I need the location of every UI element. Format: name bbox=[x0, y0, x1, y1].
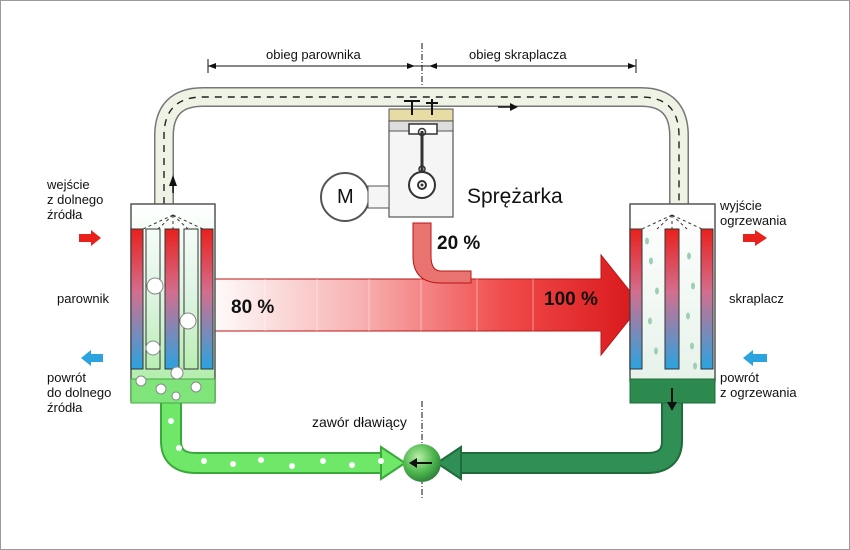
compressor bbox=[388, 99, 454, 218]
throttle-valve-label: zawór dławiący bbox=[312, 414, 407, 430]
heating-return-arrow bbox=[743, 350, 767, 366]
source-in-arrow bbox=[79, 230, 101, 246]
source-return-line-2: do dolnego bbox=[47, 385, 112, 400]
source-in-line-1: wejście bbox=[47, 177, 90, 192]
liquid-pipe-condenser bbox=[435, 403, 683, 481]
source-return-arrow bbox=[81, 350, 103, 366]
total-energy-value: 100 % bbox=[544, 289, 598, 310]
source-in-label: wejście z dolnego źródła bbox=[47, 177, 103, 222]
motor bbox=[320, 172, 390, 222]
condenser-label: skraplacz bbox=[729, 291, 784, 306]
condenser-cycle-label: obieg skraplacza bbox=[469, 47, 567, 62]
heating-out-line-2: ogrzewania bbox=[720, 213, 787, 228]
evaporator-label: parownik bbox=[57, 291, 110, 306]
condenser-unit bbox=[629, 203, 716, 411]
evaporator-unit bbox=[130, 203, 216, 404]
source-return-line-3: źródła bbox=[47, 400, 83, 415]
compressor-energy-input bbox=[412, 222, 472, 284]
vapor-pipe bbox=[154, 87, 689, 204]
heating-out-arrow bbox=[743, 230, 767, 246]
heating-return-line-2: z ogrzewania bbox=[720, 385, 797, 400]
compressor-share-value: 20 % bbox=[437, 233, 481, 254]
heating-out-label: wyjście ogrzewania bbox=[720, 198, 787, 228]
source-in-line-3: źródła bbox=[47, 207, 83, 222]
cycle-dimension-line bbox=[207, 43, 637, 107]
compressor-label: Sprężarka bbox=[467, 185, 563, 208]
heating-return-line-1: powrót bbox=[720, 370, 760, 385]
source-return-label: powrót do dolnego źródła bbox=[47, 370, 111, 415]
source-share-value: 80 % bbox=[231, 297, 275, 318]
source-in-line-2: z dolnego bbox=[47, 192, 104, 207]
throttle-valve bbox=[403, 401, 441, 499]
heating-return-label: powrót z ogrzewania bbox=[720, 370, 797, 400]
liquid-pipe-evaporator bbox=[160, 403, 407, 481]
motor-label: M bbox=[337, 186, 354, 208]
evaporator-cycle-label: obieg parownika bbox=[266, 47, 361, 62]
condensate-down-arrow bbox=[667, 402, 677, 411]
source-return-line-1: powrót bbox=[47, 370, 87, 385]
heating-out-line-1: wyjście bbox=[720, 198, 762, 213]
